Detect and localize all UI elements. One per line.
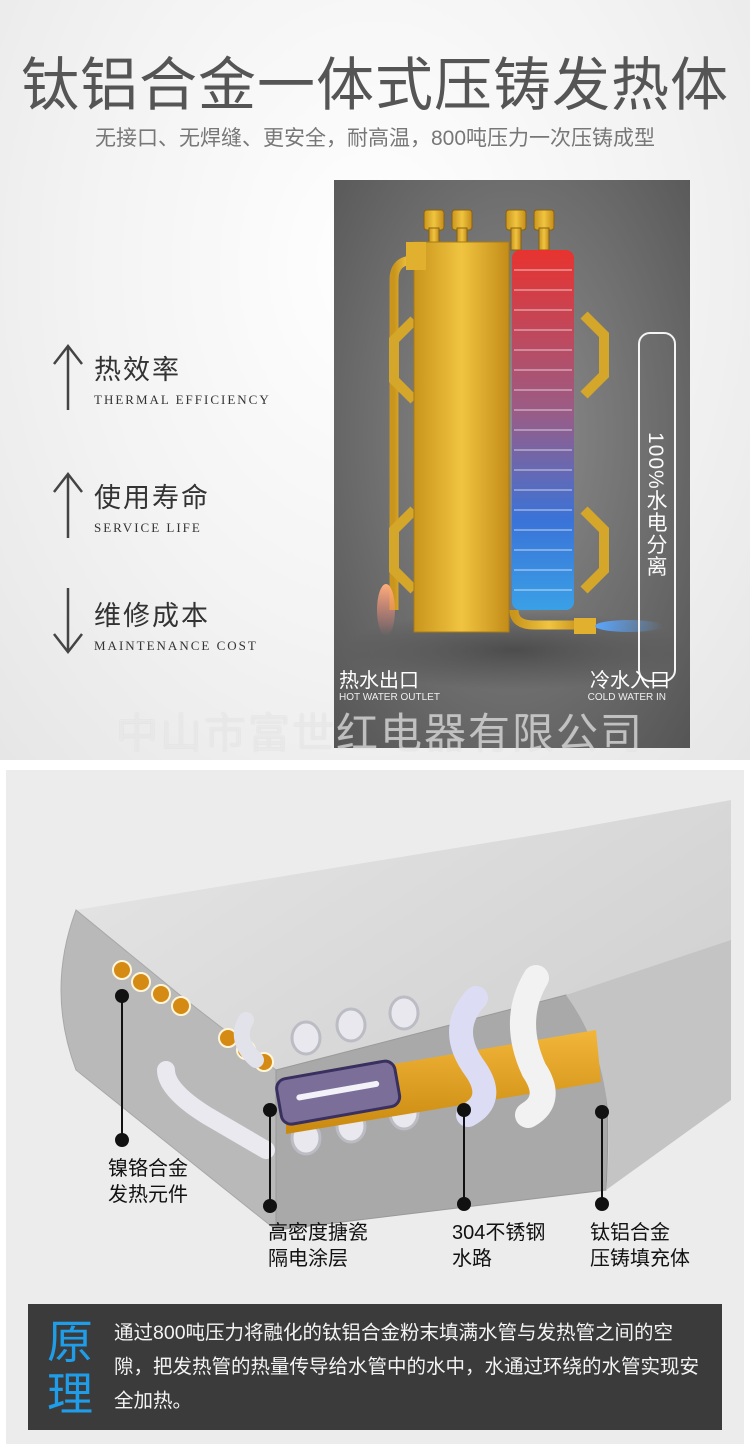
company-watermark: 中山市富世红电器有限公司 bbox=[115, 710, 644, 757]
callout-line: 压铸填充体 bbox=[590, 1248, 690, 1270]
callout-enamel-insulation: 高密度搪瓷 隔电涂层 bbox=[268, 1220, 368, 1272]
callout-line: 隔电涂层 bbox=[268, 1248, 348, 1270]
principle-text: 通过800吨压力将融化的钛铝合金粉末填满水管与发热管之间的空隙，把发热管的热量传… bbox=[114, 1322, 700, 1412]
heater-cross-section-illustration bbox=[60, 800, 731, 1232]
arrow-down-icon bbox=[53, 588, 83, 655]
feature-label: 使用寿命 bbox=[94, 483, 210, 513]
callout-alloy-filler: 钛铝合金 压铸填充体 bbox=[590, 1220, 690, 1272]
feature-label-en: SERVICE LIFE bbox=[94, 520, 202, 535]
page-title: 钛铝合金一体式压铸发热体 bbox=[20, 53, 729, 118]
callout-line: 镍铬合金 bbox=[108, 1158, 188, 1180]
heater-illustration bbox=[344, 209, 684, 690]
heater-image-panel: 100%水电分离 热水出口 HOT WATER OUTLET 冷水入口 COLD… bbox=[334, 180, 690, 748]
callout-line: 304不锈钢 bbox=[452, 1222, 546, 1244]
feature-thermal-efficiency: 热效率 THERMAL EFFICIENCY bbox=[50, 342, 320, 432]
arrow-up-icon bbox=[53, 471, 83, 538]
section-divider bbox=[0, 760, 750, 770]
feature-label: 维修成本 bbox=[94, 601, 210, 631]
feature-label-en: MAINTENANCE COST bbox=[94, 638, 258, 653]
feature-label: 热效率 bbox=[94, 355, 181, 385]
principle-heading: 原理 bbox=[47, 1316, 93, 1420]
cold-water-in-label-en: COLD WATER IN bbox=[587, 692, 666, 703]
product-section: 钛铝合金一体式压铸发热体 无接口、无焊缝、更安全，耐高温，800吨压力一次压铸成… bbox=[0, 0, 750, 760]
callout-stainless-waterway: 304不锈钢 水路 bbox=[452, 1220, 545, 1272]
hot-water-outlet-label: 热水出口 bbox=[339, 670, 419, 692]
callout-line: 高密度搪瓷 bbox=[268, 1222, 368, 1244]
feature-label-en: THERMAL EFFICIENCY bbox=[94, 392, 271, 407]
badge-label: 100%水电分离 bbox=[644, 432, 667, 578]
hot-water-outlet-label-en: HOT WATER OUTLET bbox=[339, 692, 440, 703]
arrow-up-icon bbox=[53, 343, 83, 410]
feature-service-life: 使用寿命 SERVICE LIFE bbox=[50, 470, 320, 560]
callout-nichrome-element: 镍铬合金 发热元件 bbox=[108, 1156, 188, 1208]
callout-line: 水路 bbox=[452, 1248, 492, 1270]
cold-water-in-label: 冷水入口 bbox=[590, 670, 670, 692]
page-subtitle: 无接口、无焊缝、更安全，耐高温，800吨压力一次压铸成型 bbox=[94, 127, 656, 150]
callout-line: 钛铝合金 bbox=[590, 1222, 670, 1244]
water-power-separation-badge bbox=[638, 332, 676, 682]
feature-maintenance-cost: 维修成本 MAINTENANCE COST bbox=[50, 588, 320, 678]
principle-box: 原理 通过800吨压力将融化的钛铝合金粉末填满水管与发热管之间的空隙，把发热管的… bbox=[28, 1304, 722, 1430]
cross-section-panel: 镍铬合金 发热元件 高密度搪瓷 隔电涂层 304不锈钢 水路 钛铝合金 压铸填充… bbox=[6, 770, 744, 1444]
callout-line: 发热元件 bbox=[108, 1184, 188, 1206]
